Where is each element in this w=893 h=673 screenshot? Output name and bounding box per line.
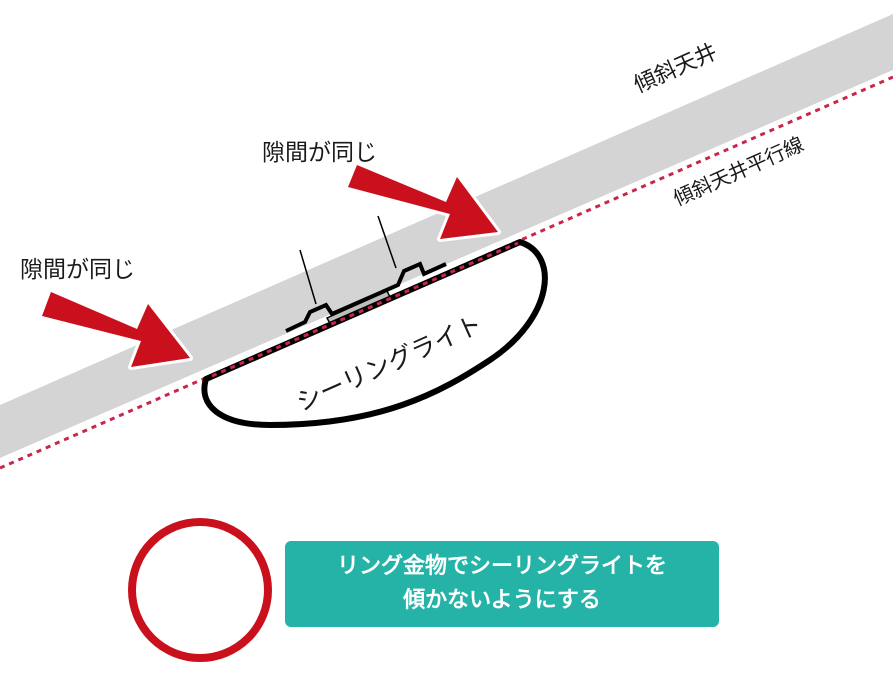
bracket-flange (285, 261, 447, 333)
ceiling-light-shape (201, 239, 548, 428)
note-line-1: リング金物でシーリングライトを (336, 554, 667, 579)
note-box: リング金物でシーリングライトを 傾かないようにする (285, 541, 719, 627)
arrow-left-icon (39, 289, 193, 370)
arrow-top-icon (345, 162, 501, 242)
bracket-leg-right (377, 215, 397, 269)
ceiling-parallel-line (0, 75, 893, 470)
note-line-2: 傾かないようにする (403, 588, 601, 613)
circle-ok-icon (128, 518, 272, 662)
label-same-gap-top: 隙間が同じ (262, 140, 377, 166)
label-same-gap-left: 隙間が同じ (20, 257, 135, 283)
bracket-leg-left (299, 249, 317, 305)
